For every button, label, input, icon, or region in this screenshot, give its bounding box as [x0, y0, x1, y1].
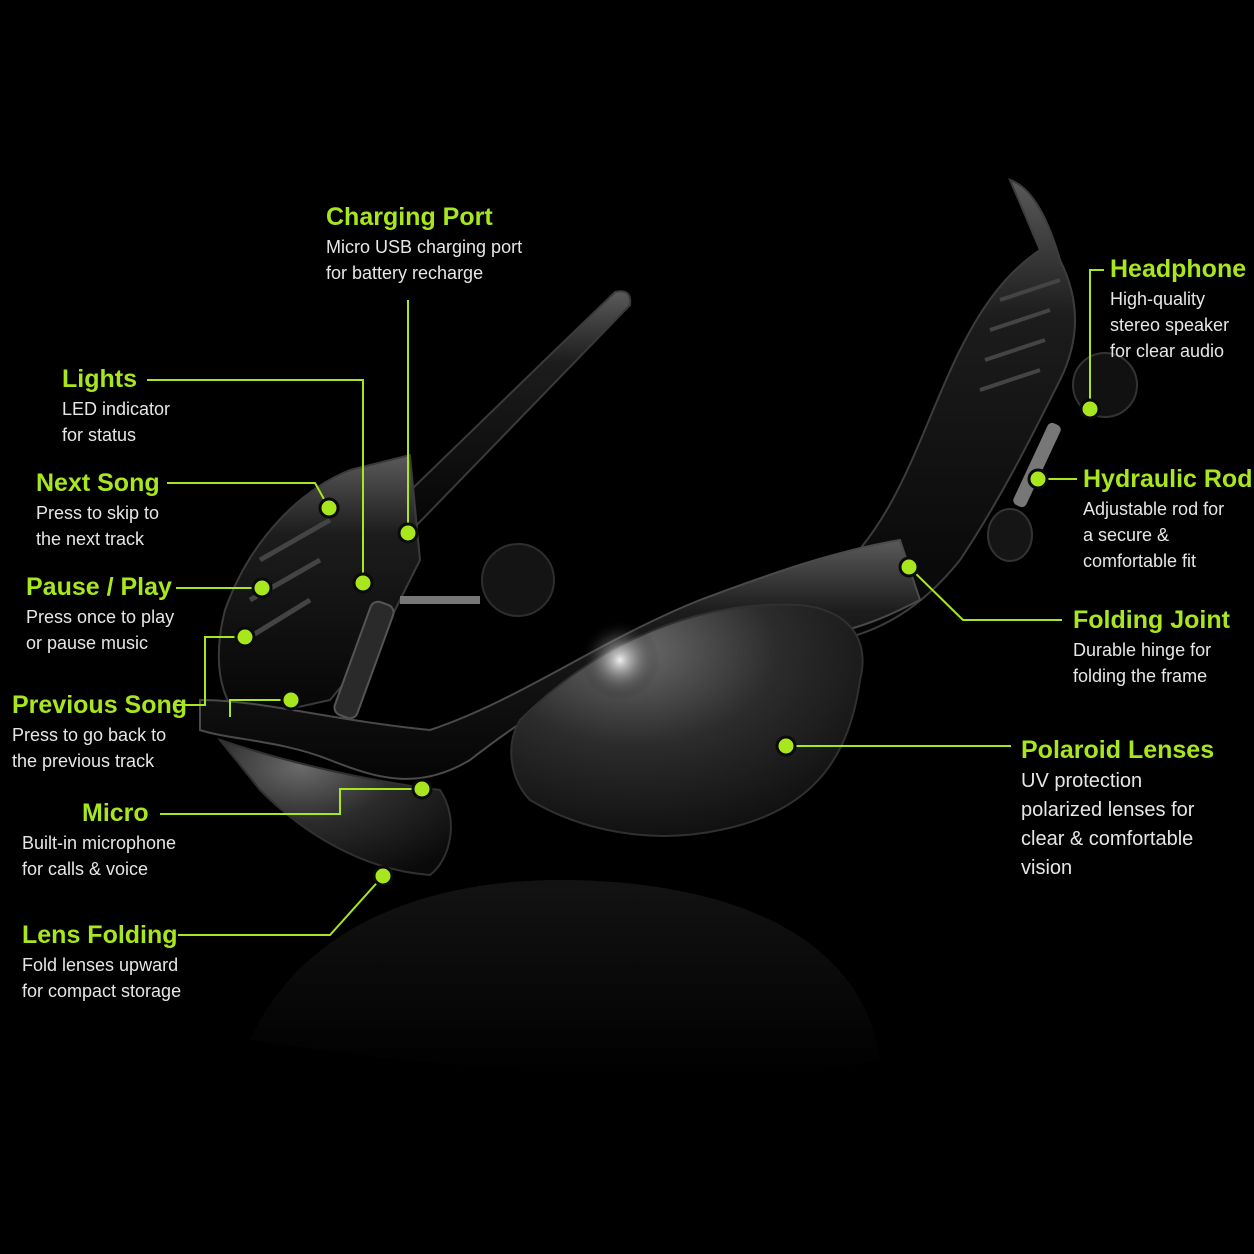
dot-charging-port	[397, 522, 419, 544]
callout-desc: LED indicator for status	[62, 399, 171, 445]
dot-lights	[352, 572, 374, 594]
callout-dots	[234, 398, 1101, 887]
dot-micro	[411, 778, 433, 800]
leader-previous-song-2	[229, 699, 291, 717]
dot-hydraulic-rod	[1027, 468, 1049, 490]
callout-charging-port: Charging Port Micro USB charging port fo…	[326, 202, 522, 286]
callout-previous-song: Previous Song Press to go back to the pr…	[12, 690, 187, 774]
callout-title: Next Song	[36, 469, 160, 497]
dot-previous-song-b	[280, 689, 302, 711]
dot-lens-folding	[372, 865, 394, 887]
dot-previous-song-a	[234, 626, 256, 648]
dot-headphone	[1079, 398, 1101, 420]
callout-desc: Durable hinge for folding the frame	[1073, 640, 1212, 686]
callout-lens-folding: Lens Folding Fold lenses upward for comp…	[22, 920, 181, 1004]
lenses	[217, 603, 864, 877]
callout-folding-joint: Folding Joint Durable hinge for folding …	[1073, 605, 1230, 689]
leader-lights	[147, 379, 364, 583]
callout-desc: UV protection polarized lenses for clear…	[1021, 770, 1195, 879]
callout-title: Headphone	[1110, 255, 1247, 283]
dot-next-song	[318, 497, 340, 519]
far-temple-arm	[378, 290, 632, 532]
callout-headphone: Headphone High-quality stereo speaker fo…	[1110, 254, 1246, 364]
callout-micro: Micro Built-in microphone for calls & vo…	[22, 798, 176, 882]
leader-micro	[160, 788, 422, 815]
callout-leader-lines	[147, 269, 1104, 936]
dot-pause-play	[251, 577, 273, 599]
callout-pause-play: Pause / Play Press once to play or pause…	[26, 572, 174, 656]
leader-folding-joint	[908, 566, 1062, 621]
callout-desc: Press to skip to the next track	[36, 503, 160, 549]
dot-folding-joint	[898, 556, 920, 578]
callout-title: Hydraulic Rod	[1083, 465, 1253, 493]
callout-desc: Press to go back to the previous track	[12, 725, 167, 771]
leader-previous-song	[174, 636, 245, 706]
callout-title: Lights	[62, 365, 137, 393]
dot-polaroid-lenses	[775, 735, 797, 757]
callout-desc: Built-in microphone for calls & voice	[22, 833, 177, 879]
callout-title: Polaroid Lenses	[1021, 736, 1215, 764]
callout-title: Lens Folding	[22, 921, 178, 949]
callout-hydraulic-rod: Hydraulic Rod Adjustable rod for a secur…	[1083, 464, 1252, 574]
callout-title: Folding Joint	[1073, 606, 1230, 634]
floor-reflection	[250, 880, 880, 1078]
callout-polaroid-lenses: Polaroid Lenses UV protection polarized …	[1021, 735, 1214, 883]
leader-headphone	[1089, 269, 1104, 409]
front-frame	[199, 538, 922, 780]
callout-desc: Press once to play or pause music	[26, 607, 175, 653]
callout-title: Pause / Play	[26, 573, 172, 601]
callout-title: Micro	[82, 799, 149, 827]
callout-title: Previous Song	[12, 691, 188, 719]
callout-desc: Adjustable rod for a secure & comfortabl…	[1083, 499, 1225, 571]
microphone-boom	[333, 543, 555, 720]
callout-lights: Lights LED indicator for status	[62, 364, 170, 448]
leader-lens-folding	[178, 875, 384, 936]
callout-title: Charging Port	[326, 203, 493, 231]
callout-next-song: Next Song Press to skip to the next trac…	[36, 468, 160, 552]
callout-desc: Micro USB charging port for battery rech…	[326, 237, 523, 283]
callout-desc: Fold lenses upward for compact storage	[22, 955, 182, 1001]
callout-desc: High-quality stereo speaker for clear au…	[1110, 289, 1230, 361]
